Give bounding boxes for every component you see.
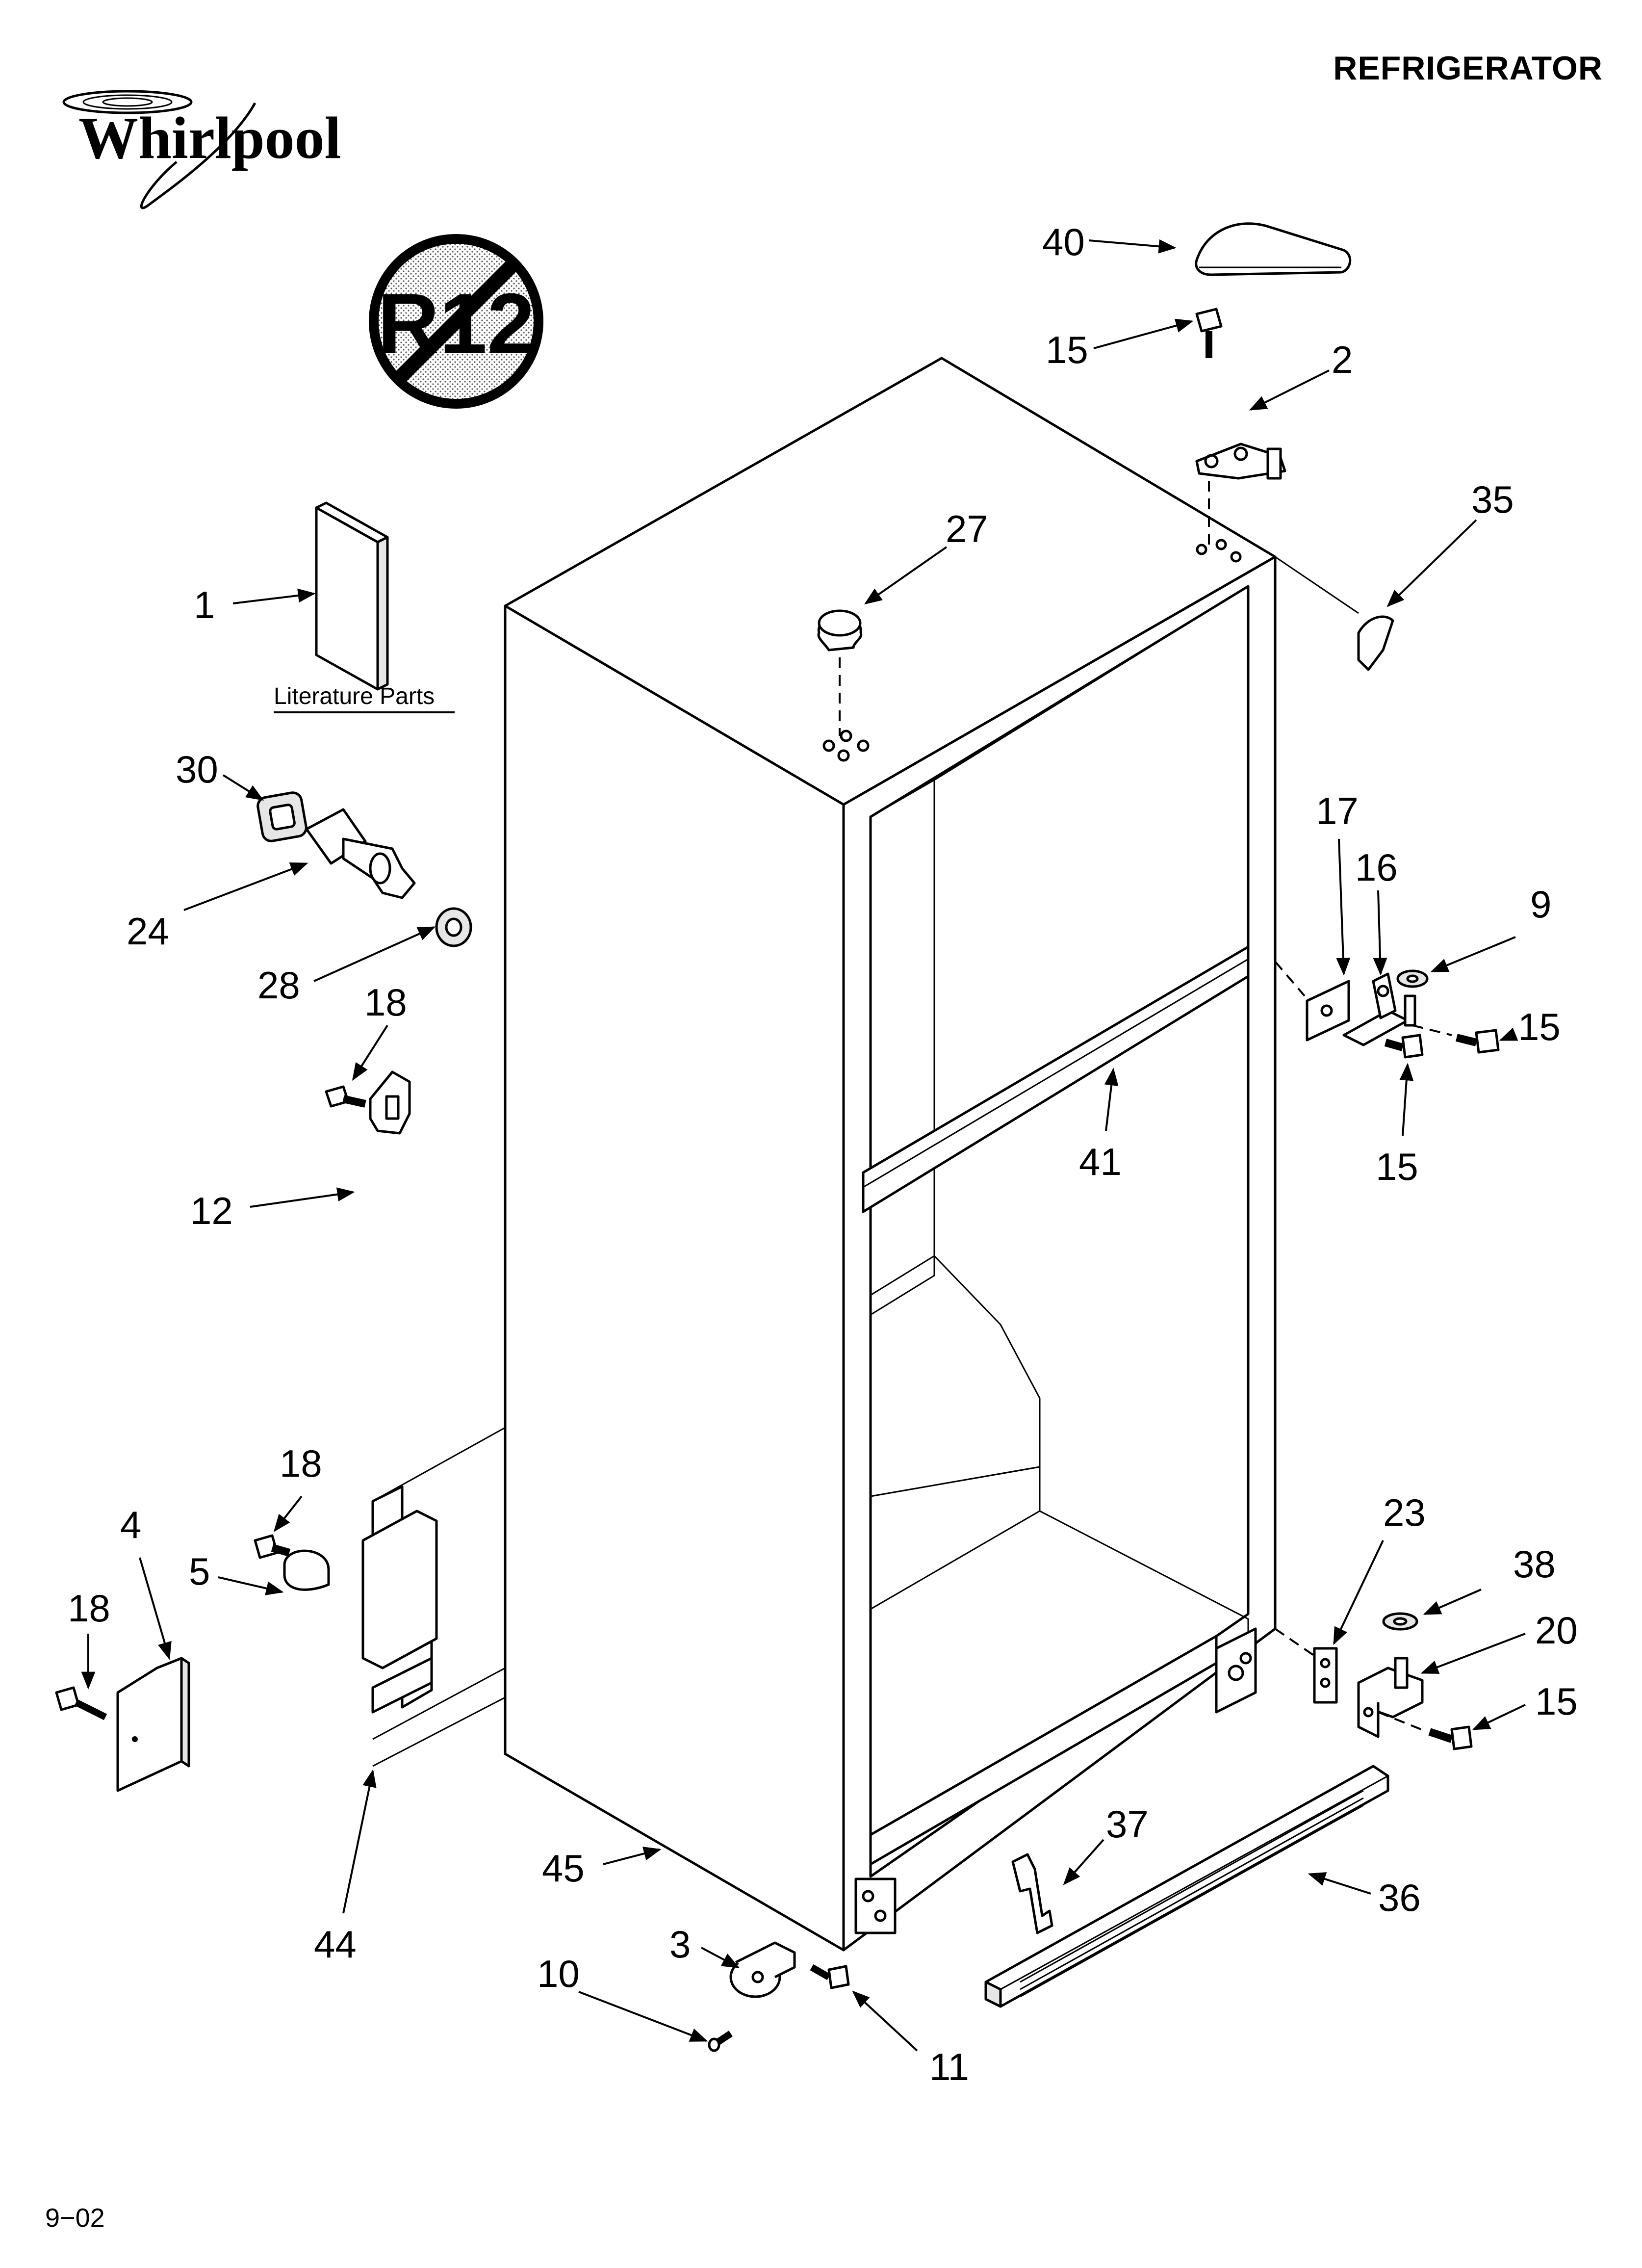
callout-36: 36 — [1378, 1876, 1421, 1919]
part-center-hinge-bracket — [1306, 980, 1350, 1042]
part-pin-10 — [708, 2031, 733, 2052]
callout-5: 5 — [189, 1550, 210, 1593]
divider-rail — [862, 945, 1250, 1213]
callout-15: 15 — [1046, 328, 1088, 371]
callout-23: 23 — [1383, 1491, 1426, 1534]
logo-swirl-icon — [62, 90, 193, 114]
part-screw-18-left — [55, 1686, 107, 1721]
part-top-hinge-screw — [1195, 308, 1223, 358]
part-washer-38 — [1382, 1612, 1418, 1631]
part-screw-15-lower — [1384, 1034, 1424, 1059]
part-mounting-plate-44 — [361, 1427, 506, 1767]
part-top-hinge — [1195, 443, 1286, 480]
callout-30: 30 — [176, 748, 218, 791]
part-screw-15-right — [1456, 1029, 1500, 1054]
callout-leaders — [81, 239, 1526, 2052]
callout-28: 28 — [257, 964, 300, 1007]
callout-35: 35 — [1471, 478, 1514, 521]
callout-9: 9 — [1530, 883, 1551, 926]
part-clip-12 — [325, 1070, 411, 1135]
literature-label: Literature Parts — [274, 683, 435, 709]
callout-37: 37 — [1106, 1802, 1149, 1846]
part-roller-3 — [729, 1941, 796, 1998]
part-screw-15-bottom — [1428, 1725, 1473, 1750]
part-clamp-5 — [254, 1534, 330, 1591]
callout-10: 10 — [537, 1952, 580, 1995]
part-top-plug — [817, 609, 863, 652]
part-plug-30 — [257, 791, 308, 842]
callout-2: 2 — [1332, 338, 1353, 381]
callout-1: 1 — [194, 583, 215, 626]
callout-18: 18 — [364, 981, 407, 1024]
callout-12: 12 — [190, 1189, 233, 1232]
callout-15: 15 — [1518, 1005, 1561, 1048]
callout-18: 18 — [280, 1442, 322, 1485]
callout-20: 20 — [1535, 1609, 1578, 1652]
callout-16: 16 — [1355, 846, 1398, 889]
brand-name: Whirlpool — [78, 105, 341, 171]
part-washer-28 — [435, 907, 472, 947]
callout-17: 17 — [1316, 789, 1359, 833]
callout-44: 44 — [314, 1923, 357, 1966]
callout-27: 27 — [946, 507, 988, 550]
part-handle-24 — [305, 808, 416, 899]
prohibition-slash-icon — [394, 260, 518, 383]
callout-40: 40 — [1042, 220, 1085, 263]
callout-15: 15 — [1376, 1145, 1418, 1188]
part-center-hinge — [1342, 972, 1416, 1046]
callout-41: 41 — [1079, 1140, 1122, 1183]
part-spacer-23 — [1313, 1647, 1338, 1704]
page-title: REFRIGERATOR — [1333, 50, 1603, 87]
part-top-cap — [1195, 222, 1352, 276]
part-washer-9 — [1396, 969, 1429, 988]
callout-11: 11 — [929, 2045, 969, 2088]
brand-logo: Whirlpool — [62, 90, 341, 209]
callout-38: 38 — [1513, 1542, 1556, 1586]
part-cover-4 — [116, 1657, 190, 1792]
part-bottom-hinge-20 — [1357, 1657, 1424, 1738]
callout-18: 18 — [68, 1587, 110, 1630]
callout-24: 24 — [127, 910, 169, 953]
revision-code: 9−02 — [45, 2203, 105, 2233]
callout-3: 3 — [669, 1923, 691, 1966]
part-hinge-cover — [1357, 615, 1394, 671]
callout-4: 4 — [120, 1503, 141, 1546]
cabinet-side — [504, 604, 845, 1952]
no-r12-badge: R12 — [369, 234, 543, 409]
callout-45: 45 — [542, 1847, 585, 1890]
part-screw-11 — [810, 1964, 850, 1989]
part-clip-37 — [1011, 1853, 1053, 1934]
callout-numbers: 40 15 2 27 35 1 30 24 28 18 12 17 16 9 1… — [68, 220, 1578, 2088]
part-grille-36 — [984, 1765, 1389, 2008]
logo-flourish-icon — [140, 102, 257, 209]
cabinet — [504, 357, 1277, 1952]
part-literature — [315, 501, 389, 691]
callout-15: 15 — [1535, 1680, 1578, 1723]
